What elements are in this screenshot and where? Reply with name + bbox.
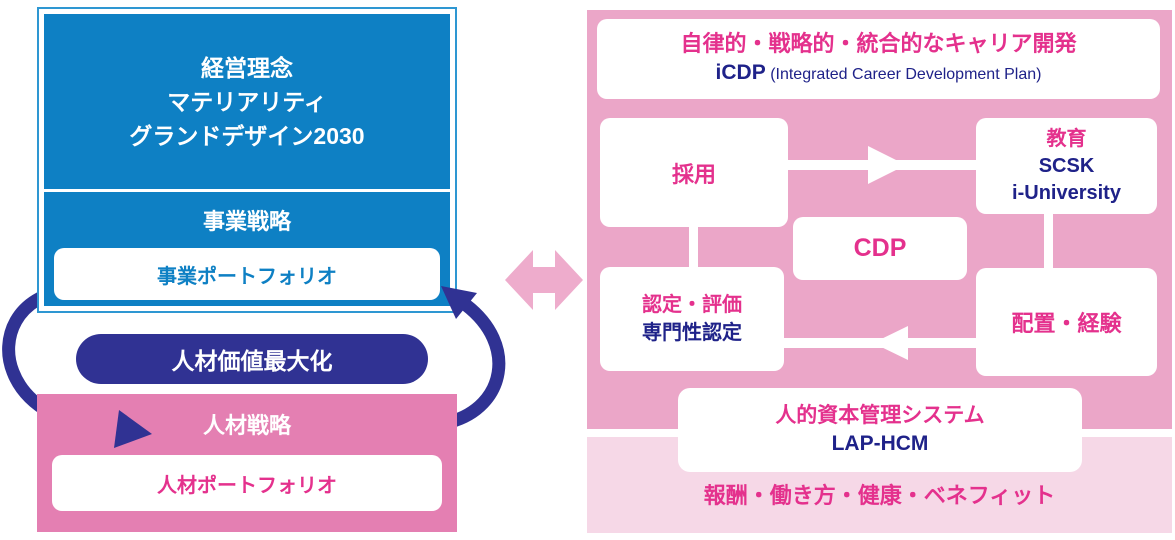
certification-speciality-label: 専門性認定 bbox=[642, 322, 742, 344]
arrow-left-icon bbox=[873, 326, 908, 360]
certification-label: 認定・評価 bbox=[642, 294, 742, 316]
education-scsk-label: SCSK bbox=[1038, 154, 1095, 177]
cdp-label: CDP bbox=[853, 234, 907, 262]
philosophy-section: 経営理念 マテリアリティ グランドデザイン2030 bbox=[44, 14, 450, 189]
arrow-right-icon bbox=[868, 146, 906, 184]
value-maximization-label: 人材価値最大化 bbox=[171, 348, 333, 374]
business-portfolio-label: 事業ポートフォリオ bbox=[157, 265, 337, 288]
hr-strategy-label: 人材戦略 bbox=[202, 413, 291, 438]
hcm-system-label: 人的資本管理システム bbox=[775, 404, 985, 427]
business-strategy-label: 事業戦略 bbox=[202, 209, 291, 234]
management-strategy-inner: 経営理念 マテリアリティ グランドデザイン2030 事業戦略 事業ポートフォリオ bbox=[44, 14, 450, 306]
education-label: 教育 bbox=[1046, 127, 1087, 150]
exchange-arrow-bar bbox=[533, 267, 555, 293]
education-university-label: i-University bbox=[1012, 181, 1121, 204]
icdp-label: iCDP bbox=[715, 61, 766, 84]
career-header-box: 自律的・戦略的・統合的なキャリア開発 iCDP (Integrated Care… bbox=[597, 19, 1160, 99]
cdp-box: CDP bbox=[793, 217, 967, 280]
recruitment-label: 採用 bbox=[671, 161, 716, 187]
hr-strategy-box: 人材戦略 人材ポートフォリオ bbox=[37, 394, 457, 532]
icdp-line: iCDP (Integrated Career Development Plan… bbox=[716, 59, 1042, 89]
business-portfolio-box: 事業ポートフォリオ bbox=[54, 248, 440, 300]
hr-portfolio-label: 人材ポートフォリオ bbox=[157, 474, 337, 497]
philosophy-line-3: グランドデザイン2030 bbox=[129, 122, 365, 149]
education-box: 教育 SCSK i-University bbox=[976, 118, 1157, 214]
cycle-arrow-right-arc bbox=[448, 299, 506, 429]
section-divider bbox=[44, 189, 450, 192]
connector-education-placement bbox=[1044, 212, 1053, 269]
exchange-arrow-left-icon bbox=[505, 250, 533, 310]
business-strategy-section: 事業戦略 事業ポートフォリオ bbox=[44, 192, 450, 306]
placement-label: 配置・経験 bbox=[1011, 311, 1122, 336]
placement-box: 配置・経験 bbox=[976, 268, 1157, 376]
recruitment-box: 採用 bbox=[600, 118, 788, 227]
certification-box: 認定・評価 専門性認定 bbox=[600, 267, 784, 371]
connector-recruitment-certification bbox=[689, 226, 698, 268]
hcm-lap-label: LAP-HCM bbox=[831, 432, 929, 455]
management-strategy-box: 経営理念 マテリアリティ グランドデザイン2030 事業戦略 事業ポートフォリオ bbox=[37, 7, 457, 313]
philosophy-line-2: マテリアリティ bbox=[167, 88, 327, 115]
icdp-subtitle: (Integrated Career Development Plan) bbox=[770, 66, 1042, 83]
value-maximization-pill: 人材価値最大化 bbox=[76, 334, 428, 384]
philosophy-line-1: 経営理念 bbox=[201, 54, 293, 81]
exchange-arrow-right-icon bbox=[555, 250, 583, 310]
career-header-title: 自律的・戦略的・統合的なキャリア開発 bbox=[680, 31, 1077, 56]
benefits-label: 報酬・働き方・健康・ベネフィット bbox=[703, 483, 1056, 508]
hr-portfolio-box: 人材ポートフォリオ bbox=[52, 455, 442, 511]
hcm-system-box: 人的資本管理システム LAP-HCM bbox=[678, 388, 1082, 472]
